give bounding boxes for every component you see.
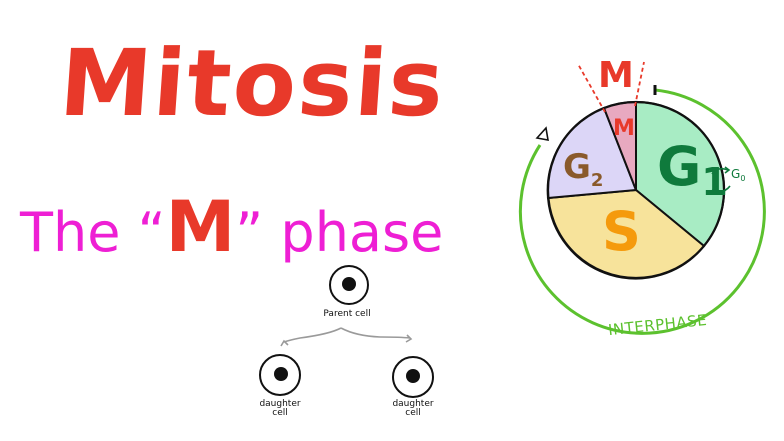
daughter-left-label: daughter cell: [252, 400, 308, 418]
daughter-right-label-line2: cell: [405, 408, 421, 418]
g0-loop-arrows-icon: [711, 166, 731, 194]
s-phase-label: S: [602, 200, 641, 263]
g2-subscript: 2: [590, 170, 604, 191]
g0-label: G0: [731, 168, 745, 183]
m-phase-label: M: [613, 116, 635, 141]
parent-cell-icon: [329, 265, 369, 305]
subtitle-suffix: phase: [280, 201, 444, 264]
parent-cell-label: Parent cell: [323, 309, 371, 319]
subtitle: The “M” phase: [20, 192, 443, 262]
interphase-arc: [518, 88, 766, 335]
g1-letter: G: [657, 135, 702, 198]
outer-m-label: M: [598, 55, 634, 96]
subtitle-prefix: The: [20, 201, 121, 264]
interphase-arrowhead-icon: [535, 126, 549, 141]
g0-letter: G: [731, 167, 741, 181]
close-quote: ”: [235, 201, 264, 264]
daughter-cell-right-icon: [392, 356, 434, 398]
daughter-cell-left-icon: [259, 354, 301, 396]
daughter-left-label-line1: daughter: [259, 399, 301, 409]
daughter-left-label-line2: cell: [272, 408, 288, 418]
open-quote: “: [137, 201, 166, 264]
g2-letter: G: [563, 147, 591, 187]
daughter-right-label-line1: daughter: [392, 399, 434, 409]
g0-subscript: 0: [740, 174, 746, 183]
daughter-right-label: daughter cell: [385, 400, 441, 418]
division-arrows-icon: [280, 327, 413, 347]
g1-phase-label: G1: [657, 140, 728, 202]
subtitle-highlight: M: [165, 186, 236, 268]
g2-phase-label: G2: [563, 150, 603, 190]
